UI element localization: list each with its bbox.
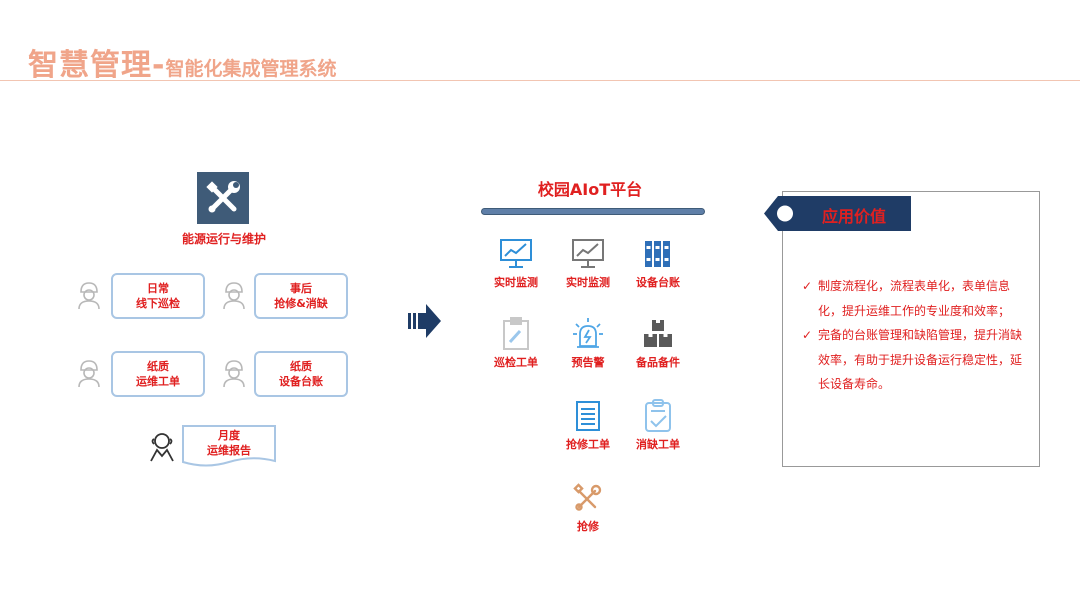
report-document-shape bbox=[182, 425, 276, 467]
tools-icon bbox=[573, 483, 602, 511]
value-tag-label: 应用价值 bbox=[821, 207, 886, 226]
repair-order-item[interactable]: 抢修工单 bbox=[553, 398, 623, 452]
value-item: ✓ 制度流程化，流程表单化，表单信息化，提升运维工作的专业度和效率； bbox=[802, 274, 1024, 323]
document-list-icon bbox=[576, 401, 600, 431]
alarm-light-icon bbox=[573, 318, 603, 348]
spare-parts-label: 备品备件 bbox=[636, 356, 680, 369]
boxes-icon bbox=[644, 320, 672, 347]
right-arrow-icon bbox=[408, 304, 441, 338]
repair-box-line2: 抢修&消缺 bbox=[274, 297, 328, 310]
realtime-monitor-item[interactable]: 实时监测 bbox=[481, 236, 551, 290]
header-divider bbox=[0, 80, 1080, 81]
paper-ledger-line1: 纸质 bbox=[290, 360, 312, 373]
monitor-chart-icon bbox=[500, 239, 532, 268]
realtime-monitor-label-2: 实时监测 bbox=[566, 276, 610, 289]
equipment-ledger-item[interactable]: 设备台账 bbox=[623, 236, 693, 290]
platform-bar bbox=[481, 208, 705, 215]
page-title: 智慧管理-智能化集成管理系统 bbox=[28, 40, 336, 84]
value-item: ✓ 完备的台账管理和缺陷管理，提升消缺效率，有助于提升设备运行稳定性，延长设备寿… bbox=[802, 323, 1024, 397]
pre-alarm-item[interactable]: 预告警 bbox=[553, 316, 623, 370]
monitor-chart-icon bbox=[572, 239, 604, 268]
page-title-sub: 智能化集成管理系统 bbox=[165, 58, 337, 80]
defect-order-item[interactable]: 消缺工单 bbox=[623, 398, 693, 452]
repair-item[interactable]: 抢修 bbox=[553, 480, 623, 534]
clipboard-pen-icon bbox=[503, 317, 529, 350]
paper-workorder-line1: 纸质 bbox=[147, 360, 169, 373]
worker-icon bbox=[223, 282, 245, 310]
inspection-box-line1: 日常 bbox=[147, 282, 169, 295]
repair-box-line1: 事后 bbox=[290, 282, 312, 295]
inspection-order-label: 巡检工单 bbox=[494, 356, 538, 369]
monthly-report-label: 月度 运维报告 bbox=[182, 428, 276, 458]
monthly-report-line1: 月度 bbox=[218, 429, 240, 442]
worker-icon bbox=[78, 282, 100, 310]
repair-order-label: 抢修工单 bbox=[566, 438, 610, 451]
check-icon: ✓ bbox=[802, 279, 813, 293]
paper-ledger-line2: 设备台账 bbox=[279, 375, 323, 388]
left-section-title: 能源运行与维护 bbox=[181, 232, 266, 246]
worker-icon bbox=[223, 360, 245, 388]
binders-icon bbox=[645, 241, 670, 267]
check-icon: ✓ bbox=[802, 328, 813, 342]
manager-icon bbox=[150, 433, 174, 462]
paper-ledger-box: 纸质 设备台账 bbox=[254, 351, 348, 397]
defect-order-label: 消缺工单 bbox=[636, 438, 680, 451]
paper-workorder-line2: 运维工单 bbox=[136, 375, 180, 388]
monthly-report-line2: 运维报告 bbox=[207, 444, 251, 457]
repair-label: 抢修 bbox=[577, 520, 599, 533]
spare-parts-item[interactable]: 备品备件 bbox=[623, 316, 693, 370]
page-title-main: 智慧管理- bbox=[28, 48, 166, 83]
value-list: ✓ 制度流程化，流程表单化，表单信息化，提升运维工作的专业度和效率； ✓ 完备的… bbox=[802, 274, 1024, 397]
inspection-box-line2: 线下巡检 bbox=[136, 297, 180, 310]
inspection-box: 日常 线下巡检 bbox=[111, 273, 205, 319]
value-panel bbox=[782, 191, 1040, 467]
equipment-ledger-label: 设备台账 bbox=[636, 276, 680, 289]
value-item-text: 制度流程化，流程表单化，表单信息化，提升运维工作的专业度和效率； bbox=[818, 279, 1011, 318]
value-tag-ribbon bbox=[764, 196, 911, 231]
pre-alarm-label: 预告警 bbox=[571, 356, 605, 369]
clipboard-check-icon bbox=[645, 399, 671, 432]
realtime-monitor-item-2[interactable]: 实时监测 bbox=[553, 236, 623, 290]
realtime-monitor-label: 实时监测 bbox=[494, 276, 538, 289]
repair-box: 事后 抢修&消缺 bbox=[254, 273, 348, 319]
value-item-text: 完备的台账管理和缺陷管理，提升消缺效率，有助于提升设备运行稳定性，延长设备寿命。 bbox=[818, 328, 1023, 391]
inspection-order-item[interactable]: 巡检工单 bbox=[481, 316, 551, 370]
platform-title: 校园AIoT平台 bbox=[537, 180, 643, 199]
worker-icon bbox=[78, 360, 100, 388]
wrench-screwdriver-icon bbox=[197, 172, 249, 224]
paper-workorder-box: 纸质 运维工单 bbox=[111, 351, 205, 397]
